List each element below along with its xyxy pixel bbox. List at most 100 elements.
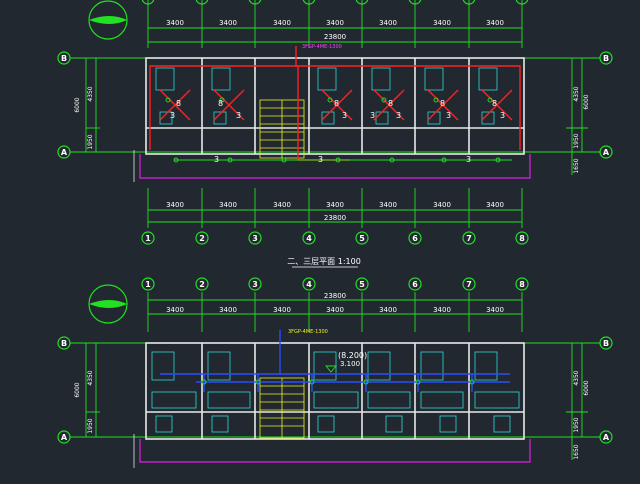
- tag: 3: [236, 111, 241, 120]
- left-dim-text: 1950: [87, 134, 94, 149]
- row-axis-bubbles: [57, 336, 613, 444]
- tag: 3: [446, 111, 451, 120]
- top-dim-chain: [147, 292, 523, 332]
- right-dim-text: 4350: [573, 86, 580, 101]
- dim-text: 3400: [273, 306, 291, 314]
- dim-text: 3400: [219, 19, 237, 27]
- tag: 8: [440, 99, 445, 108]
- top-axis-bubbles-partial: [141, 0, 529, 5]
- axis-label: 6: [412, 234, 418, 243]
- north-arrow-icon: [88, 0, 128, 40]
- axis-label: 3: [252, 234, 258, 243]
- right-dim-text: 1650: [573, 158, 580, 173]
- axis-label: 7: [466, 234, 472, 243]
- right-dim-text: 6000: [583, 380, 590, 395]
- tag: 8: [218, 99, 223, 108]
- dim-text: 3400: [326, 19, 344, 27]
- dim-text: 3400: [379, 306, 397, 314]
- row-label-b: B: [61, 54, 67, 63]
- top-segment-dims: 3400 3400 3400 3400 3400 3400 3400 23800: [166, 19, 504, 41]
- dim-text: 3400: [433, 19, 451, 27]
- axis-label: 8: [519, 234, 525, 243]
- row-label-b: B: [603, 54, 609, 63]
- dim-text: 3400: [379, 201, 397, 209]
- tag: 3: [170, 111, 175, 120]
- axis-label: 8: [519, 280, 525, 289]
- stair: [259, 377, 305, 439]
- row-label-a: A: [61, 433, 68, 442]
- balcony-outline: [139, 154, 531, 179]
- pipe-tags: 3 3 3 3 3 3 3 3 3 3 8 8 8 8 8 8: [170, 99, 505, 164]
- dim-text: 3400: [219, 306, 237, 314]
- dim-text: 3400: [486, 19, 504, 27]
- row-label-b: B: [61, 339, 67, 348]
- top-axis-bubbles: [141, 277, 529, 291]
- row-label-a: A: [61, 148, 68, 157]
- axis-label: 7: [466, 280, 472, 289]
- tag: 3: [466, 155, 471, 164]
- total-dim-text: 23800: [324, 292, 346, 300]
- axis-label: 1: [145, 280, 151, 289]
- left-dim-text: 1950: [87, 418, 94, 433]
- dim-text: 3400: [219, 201, 237, 209]
- dim-text: 3400: [486, 201, 504, 209]
- building-walls: [145, 57, 525, 155]
- axis-label: 5: [359, 280, 365, 289]
- plan-lower: 1 2 3 4 5 6 7 8 23800 3400 3400: [57, 277, 613, 468]
- axis-label: 4: [306, 280, 312, 289]
- axis-label: 6: [412, 280, 418, 289]
- dim-text: 3400: [273, 19, 291, 27]
- axis-label: 1: [145, 234, 151, 243]
- supply-branches: [165, 97, 512, 163]
- tag: 8: [388, 99, 393, 108]
- dim-text: 3400: [486, 306, 504, 314]
- bottom-dim-chain: [147, 188, 523, 228]
- supply-branches: [201, 365, 475, 385]
- right-dim-text: 6000: [583, 94, 590, 109]
- axis-label: 2: [199, 280, 205, 289]
- dim-text: 3400: [326, 306, 344, 314]
- dim-text: 3400: [166, 306, 184, 314]
- tag: 8: [492, 99, 497, 108]
- tag: 8: [334, 99, 339, 108]
- right-dim-text: 4350: [573, 370, 580, 385]
- axis-label: 5: [359, 234, 365, 243]
- dim-text: 3400: [326, 201, 344, 209]
- pipe-note-label: 3FGP-4ME-1300: [288, 329, 328, 335]
- row-axis-bubbles: [57, 51, 613, 159]
- left-dim-text: 6000: [74, 382, 81, 397]
- tag: 3: [214, 155, 219, 164]
- total-dim-text: 23800: [324, 214, 346, 222]
- dim-text: 3400: [379, 19, 397, 27]
- dim-text: 3400: [273, 201, 291, 209]
- balcony-outline: [139, 439, 531, 463]
- fixtures: [151, 351, 520, 433]
- building-walls: [145, 342, 525, 440]
- top-dim-chain: [147, 0, 523, 48]
- tag: 3: [396, 111, 401, 120]
- tag: 8: [176, 99, 181, 108]
- bottom-axis-bubbles: [141, 231, 529, 245]
- left-dim-text: 4350: [87, 86, 94, 101]
- row-label-b: B: [603, 339, 609, 348]
- stair: [259, 99, 305, 159]
- left-dim-text: 6000: [74, 97, 81, 112]
- row-label-a: A: [603, 433, 610, 442]
- axis-label: 4: [306, 234, 312, 243]
- plan-title: 二、三层平面 1:100: [287, 257, 361, 266]
- row-label-a: A: [603, 148, 610, 157]
- north-arrow-icon: [88, 284, 128, 324]
- right-dim-text: 1950: [573, 133, 580, 148]
- total-dim-text: 23800: [324, 33, 346, 41]
- elevation-label: (8.200): [338, 351, 367, 360]
- elevation-label: 3.100: [340, 360, 360, 368]
- tag: 3: [318, 155, 323, 164]
- dim-text: 3400: [166, 201, 184, 209]
- fixtures: [155, 67, 498, 125]
- axis-label: 2: [199, 234, 205, 243]
- right-dim-text: 1650: [573, 444, 580, 459]
- tag: 3: [370, 111, 375, 120]
